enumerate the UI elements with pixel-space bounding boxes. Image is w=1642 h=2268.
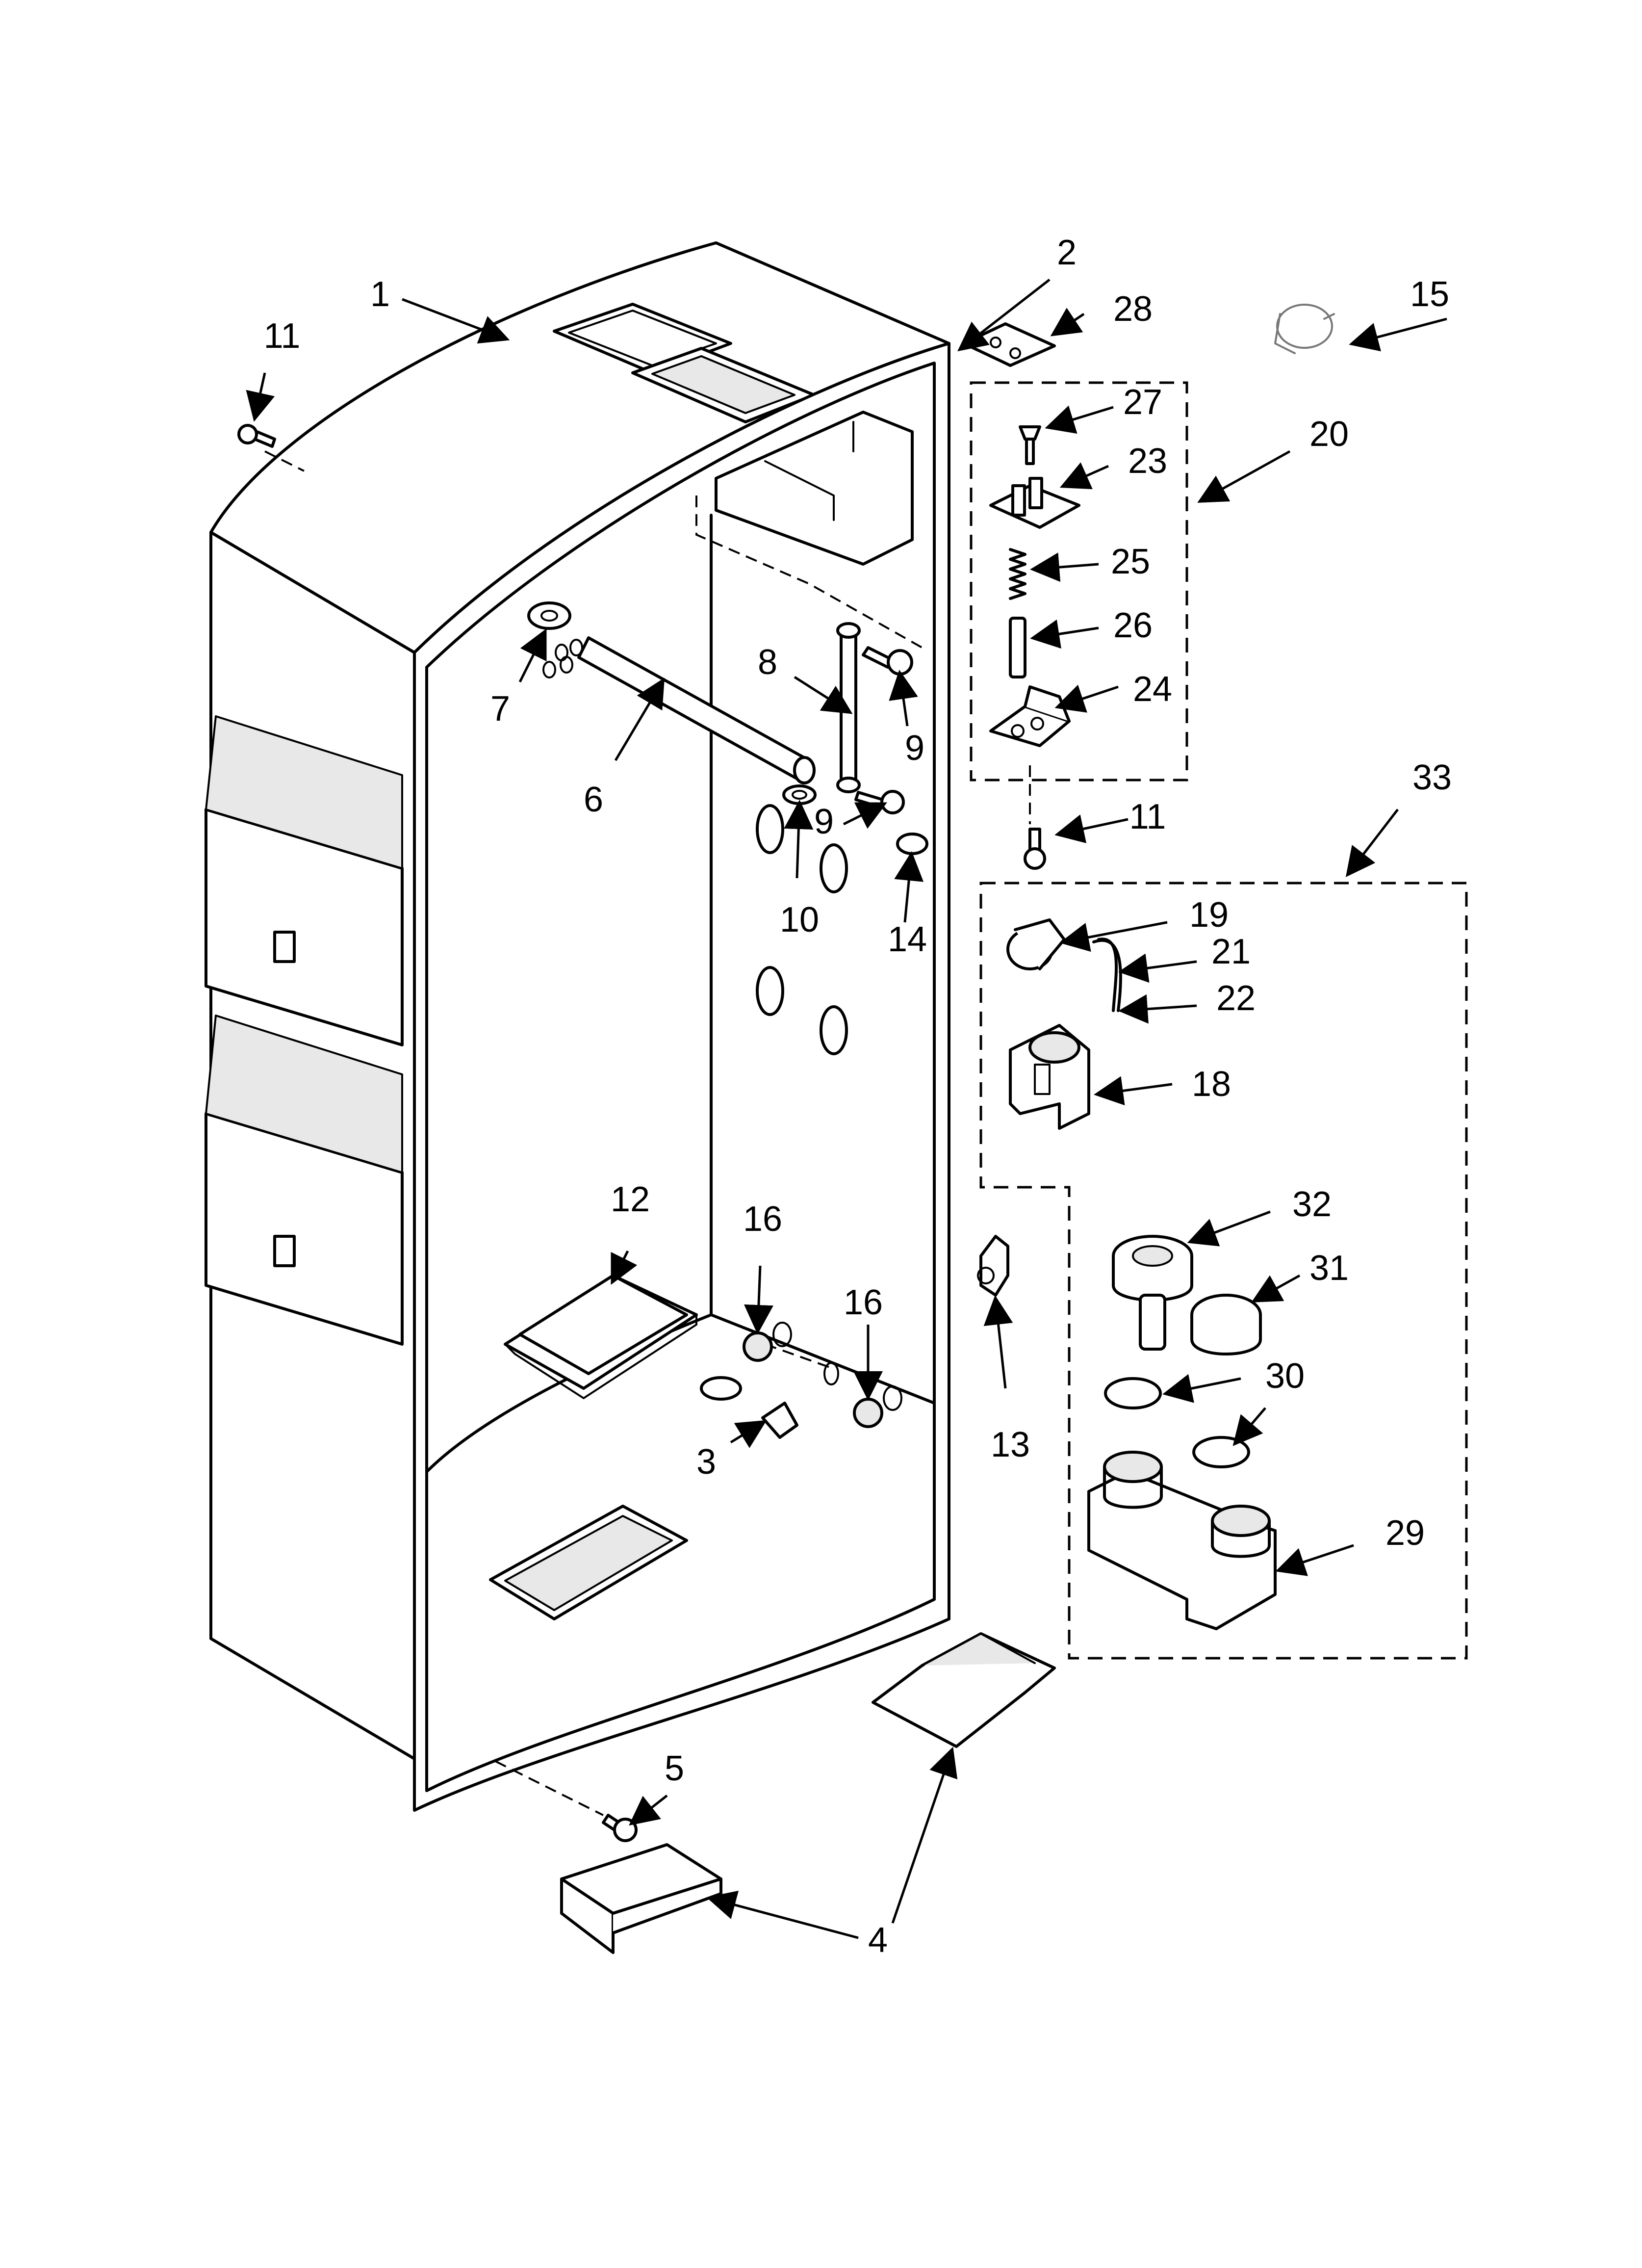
callout-31: 31: [1309, 1249, 1349, 1288]
callout-4: 4: [868, 1921, 888, 1960]
part-27-screw: [1019, 425, 1041, 465]
part-29-housing: [1087, 1451, 1277, 1630]
part-31-cap: [1190, 1294, 1262, 1356]
part-11-screw-top: [237, 424, 276, 448]
callout-24: 24: [1133, 670, 1172, 709]
part-32-knob: [1112, 1235, 1193, 1351]
callout-14: 14: [888, 920, 927, 959]
part-7-grommet: [527, 601, 583, 678]
part-10-grommet: [782, 784, 817, 805]
callout-27: 27: [1123, 383, 1162, 422]
callout-9a: 9: [905, 729, 924, 768]
callout-9b: 9: [814, 802, 834, 841]
callout-7: 7: [490, 689, 510, 729]
callout-33: 33: [1412, 758, 1452, 797]
part-25-spring: [1009, 548, 1026, 600]
part-14-plug: [896, 833, 928, 855]
part-3-cap: [761, 1402, 798, 1439]
callout-20: 20: [1309, 415, 1349, 454]
callout-labels: 1 2 3 4 5 6 7 8 9 9 10 11 11 12 13 14 15…: [264, 233, 1452, 1960]
callout-28: 28: [1113, 289, 1153, 329]
callout-11b: 11: [1129, 797, 1166, 836]
callout-25: 25: [1111, 542, 1150, 581]
part-15-clip: [1274, 304, 1335, 354]
part-18-housing: [1009, 1024, 1090, 1130]
callout-16a: 16: [743, 1199, 782, 1239]
callout-29: 29: [1385, 1513, 1425, 1553]
part-12-cover: [504, 1274, 698, 1399]
callout-19: 19: [1189, 895, 1229, 935]
leader-arrows: [246, 279, 1447, 1939]
assembly-33: [979, 882, 1468, 1660]
callout-26: 26: [1113, 606, 1153, 645]
callout-15: 15: [1410, 275, 1449, 314]
callout-6: 6: [584, 780, 603, 819]
part-4-bracket-lower: [560, 1843, 722, 1954]
callout-32: 32: [1292, 1185, 1332, 1224]
callout-12: 12: [611, 1180, 650, 1219]
part-5-screw: [602, 1814, 638, 1842]
callout-21: 21: [1211, 932, 1251, 971]
callout-8: 8: [758, 643, 777, 682]
callout-1: 1: [370, 275, 390, 314]
callout-23: 23: [1128, 442, 1167, 481]
cabinet: [205, 241, 1031, 1816]
callout-5: 5: [665, 1749, 684, 1788]
callout-13: 13: [991, 1425, 1030, 1464]
callout-3: 3: [696, 1442, 716, 1482]
part-30-o-rings: [1104, 1377, 1250, 1468]
part-23-bracket: [989, 477, 1080, 529]
part-13-fitting: [977, 1235, 1009, 1297]
part-21-wire: [1092, 938, 1122, 1012]
part-4-bracket-upper: [872, 1632, 1056, 1748]
callout-22: 22: [1216, 979, 1256, 1018]
part-26-pin: [1009, 617, 1026, 678]
part-8-rod: [836, 622, 861, 793]
part-28-gasket: [962, 322, 1056, 367]
part-19-motor: [1006, 918, 1066, 970]
callout-2: 2: [1057, 233, 1077, 272]
callout-18: 18: [1192, 1065, 1231, 1104]
part-9-screw-upper: [862, 646, 913, 676]
callout-11a: 11: [264, 316, 301, 356]
callout-10: 10: [780, 900, 819, 939]
callout-30: 30: [1265, 1356, 1305, 1396]
callout-16b: 16: [844, 1283, 883, 1322]
part-24-base: [989, 685, 1071, 747]
part-11-screw-right: [1024, 828, 1046, 870]
